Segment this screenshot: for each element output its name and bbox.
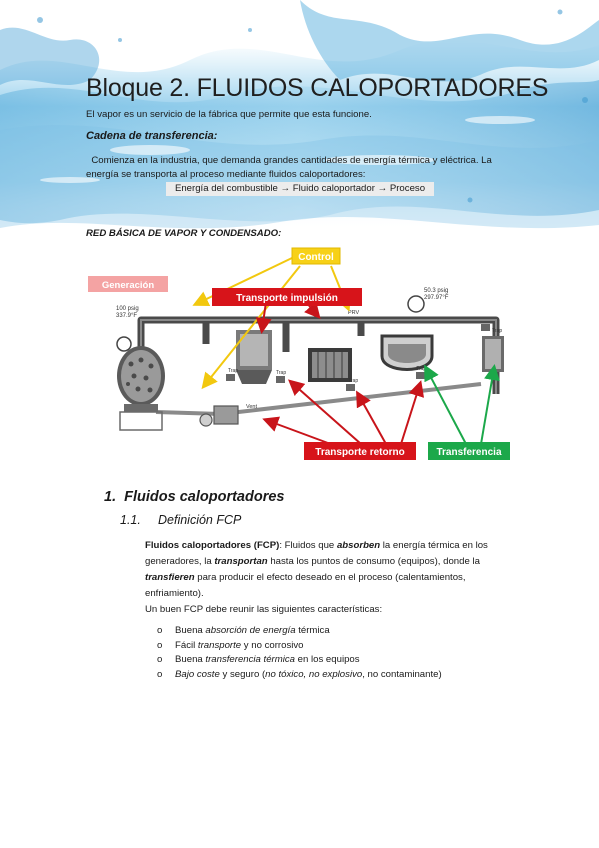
chain-heading: Cadena de transferencia:	[86, 130, 218, 142]
page-title: Bloque 2. FLUIDOS CALOPORTADORES	[86, 74, 549, 102]
label-control: Control	[291, 247, 341, 265]
item-text: y seguro (	[219, 668, 266, 680]
definition-text: hasta los puntos de consumo (equipos), d…	[267, 556, 480, 567]
definition-emphasis: transportan	[214, 556, 268, 567]
prv-temperature: 297.97°F	[424, 295, 449, 301]
intro-text: El vapor es un servicio de la fábrica qu…	[86, 109, 372, 120]
item-emphasis: transporte	[197, 639, 242, 651]
item-text: Fácil	[175, 639, 198, 651]
definition-text: la energía térmica en los generadores, l…	[145, 540, 488, 567]
requirements-intro: Un buen FCP debe reunir las siguientes c…	[145, 604, 383, 615]
boiler-temperature: 337.9°F	[116, 313, 137, 319]
definition-text: : Fluidos que	[279, 540, 337, 551]
definition-text: para producir el efecto deseado en el pr…	[145, 572, 466, 599]
bullet-marker: o	[157, 639, 163, 651]
list-item: o Bajo coste y seguro (no tóxico, no expl…	[145, 668, 442, 683]
trap-label-5: Trap	[492, 328, 502, 334]
section-number: 1.	[104, 489, 117, 505]
chain-text-body: Comienza en la industria, que demanda gr…	[86, 155, 492, 180]
boiler-pressure: 100 psig	[116, 306, 139, 312]
chain-text: Comienza en la industria, que demanda gr…	[86, 154, 516, 182]
section-heading-1: 1. Fluidos caloportadores	[104, 489, 285, 505]
vent-label: Vent	[246, 404, 257, 410]
definition-emphasis: absorben	[336, 540, 381, 551]
item-text: Buena	[175, 625, 206, 636]
item-text: y no corrosivo	[241, 639, 304, 651]
transfer-arrows	[424, 364, 500, 445]
trap-label-4: Trap	[416, 366, 426, 372]
heat-exchanger-1	[236, 330, 272, 384]
list-item: o Buena absorción de energía térmica	[145, 624, 442, 639]
item-emphasis: Bajo coste	[175, 668, 220, 680]
list-item: o Fácil transporte y no corrosivo	[145, 639, 442, 654]
item-text: en los equipos	[295, 654, 360, 666]
label-transporte-retorno-text: Transporte retorno	[315, 447, 404, 458]
heat-exchanger-2	[308, 348, 352, 382]
section-heading-1-1: 1.1. Definición FCP	[120, 513, 241, 527]
subsection-title: Definición FCP	[158, 513, 242, 527]
list-item: o Buena transferencia térmica en los equi…	[145, 653, 442, 668]
unit-heater	[482, 336, 504, 372]
item-emphasis: no tóxico, no explosivo	[265, 668, 363, 680]
item-text: , no contaminante)	[362, 668, 442, 680]
item-emphasis: transferencia térmica	[205, 654, 295, 666]
water-splash-image	[0, 0, 599, 230]
subsection-number: 1.1.	[120, 513, 141, 527]
item-emphasis: absorción de energía	[205, 625, 296, 636]
boiler	[116, 336, 165, 431]
label-transporte-impulsion-text: Transporte impulsión	[236, 293, 338, 304]
definition-paragraph: Fluidos caloportadores (FCP): Fluidos qu…	[145, 538, 517, 602]
prv-label: PRV	[348, 310, 360, 316]
label-generacion: Generación	[88, 276, 168, 292]
trap-label-2: Trap	[276, 370, 286, 376]
return-arrows	[262, 379, 425, 447]
bullet-marker: o	[157, 668, 163, 680]
label-transporte-impulsion: Transporte impulsión	[212, 288, 362, 306]
bullet-marker: o	[157, 625, 163, 636]
item-text: térmica	[295, 625, 330, 636]
condensate-return-pipe	[155, 382, 482, 416]
label-transferencia-text: Transferencia	[436, 447, 501, 458]
condensate-pump	[199, 405, 239, 427]
label-control-text: Control	[298, 252, 334, 263]
definition-emphasis: transfieren	[145, 572, 195, 583]
trap-label-3: Trap	[348, 378, 358, 384]
prv-pressure: 50.3 psig	[424, 288, 448, 294]
label-transferencia: Transferencia	[428, 442, 510, 460]
section-title: Fluidos caloportadores	[124, 489, 285, 505]
item-text: Buena	[175, 654, 206, 666]
definition-term: Fluidos caloportadores (FCP)	[145, 540, 280, 551]
steam-traps	[226, 324, 490, 391]
network-heading: RED BÁSICA DE VAPOR Y CONDENSADO:	[86, 228, 282, 239]
bullet-marker: o	[157, 654, 163, 666]
supply-arrows	[255, 301, 321, 334]
jacketed-vessel	[380, 295, 434, 371]
chain-formula: Energía del combustible → Fluido calopor…	[166, 182, 434, 196]
trap-label-1: Trap	[228, 368, 238, 374]
label-generacion-text: Generación	[102, 280, 154, 291]
label-transporte-retorno: Transporte retorno	[304, 442, 416, 460]
steam-network-diagram: 100 psig 337.9°F 50.3 psig 297.97°F PRV …	[88, 247, 510, 460]
